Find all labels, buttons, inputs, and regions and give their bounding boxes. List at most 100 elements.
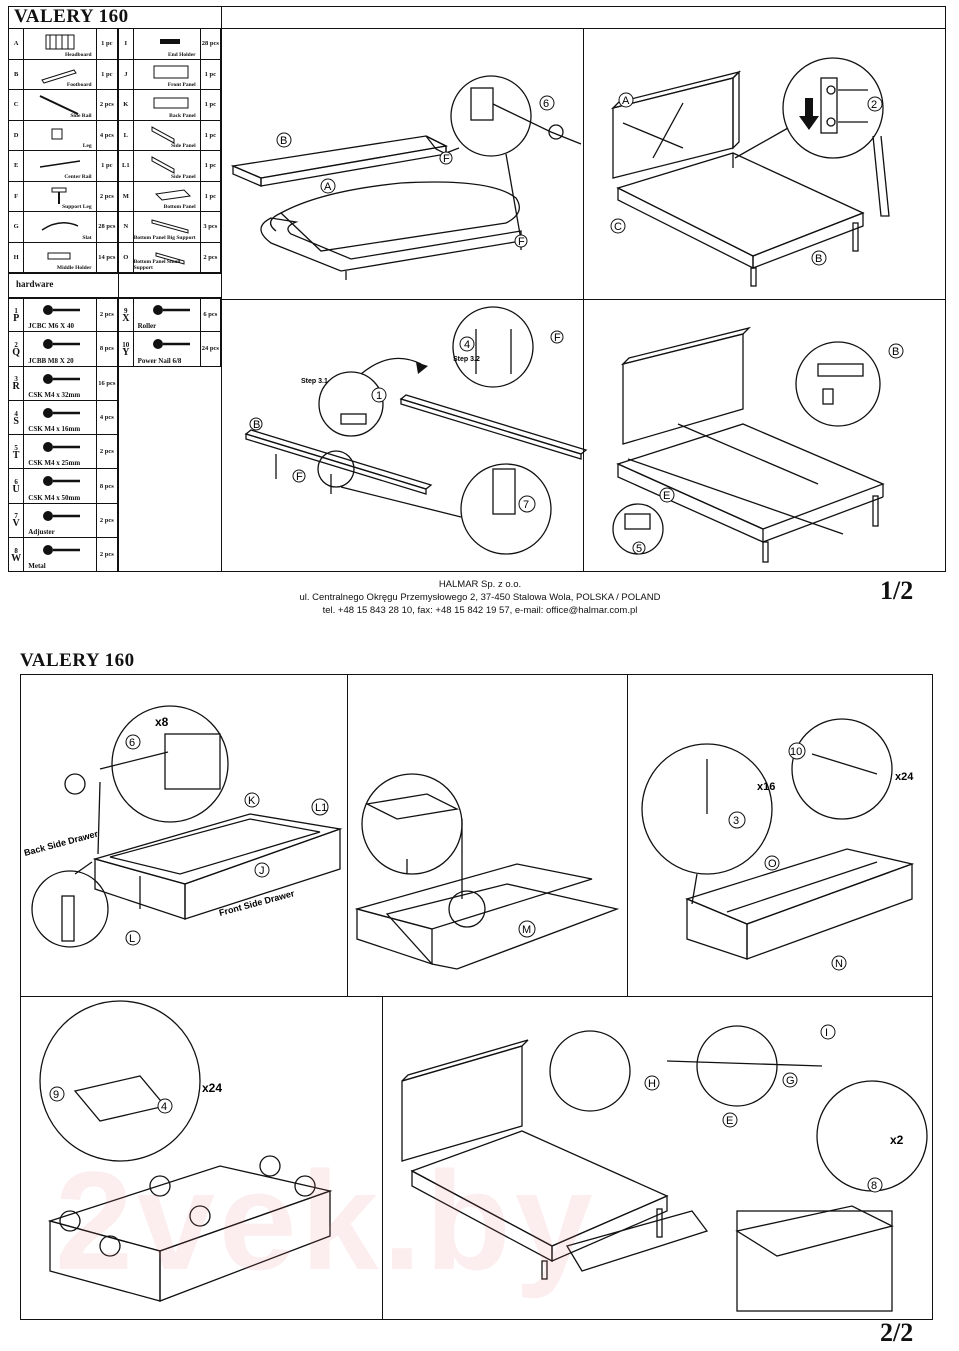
hardware-picture: CSK M4 x 50mm [23, 468, 97, 504]
leg-icon [51, 128, 63, 139]
part-picture: Bottom Panel Big Support [132, 211, 201, 243]
hardware-qty: 4 pcs [95, 399, 119, 436]
screw-icon [43, 407, 81, 418]
step2-callout-b: B [815, 253, 822, 265]
screw-icon [43, 510, 81, 521]
part-code: H [7, 241, 25, 273]
part-qty: 2 pcs [95, 89, 119, 121]
p2-step3-callout-n: N [835, 958, 843, 970]
p2-step4-mult: x24 [202, 1081, 222, 1095]
step1-callout-f2: F [518, 236, 525, 248]
part-code: J [118, 58, 134, 90]
part-picture: Middle Holder [23, 241, 97, 273]
p2-step5-callout-i: I [825, 1027, 828, 1039]
part-name: Side Panel [171, 173, 196, 180]
step1-callout-f1: F [443, 153, 450, 165]
hardware-letter: X [122, 312, 130, 324]
part-name: Side Panel [171, 143, 196, 149]
part-picture: Side Panel [132, 119, 201, 151]
part-name: Back Panel [169, 112, 196, 119]
hardware-picture: CSK M4 x 16mm [23, 399, 97, 436]
step4-callout-5: 5 [636, 543, 642, 555]
p2-step5-diagram: x2 I H G E 8 [401, 1024, 928, 1312]
part-qty: 1 pc [95, 58, 119, 90]
part-picture: Support Leg [23, 180, 97, 212]
hardware-qty: 8 pcs [95, 468, 119, 504]
screw-icon [152, 305, 190, 315]
step1-callout-b: B [280, 135, 287, 147]
p2-step1-callout-6: 6 [129, 737, 135, 749]
step2-callout-c: C [614, 221, 622, 233]
screw-icon [43, 442, 81, 453]
hardware-picture: CSK M4 x 32mm [23, 365, 97, 401]
step3-callout-b: B [253, 419, 260, 431]
step4-panel [583, 299, 946, 572]
part-qty: 1 pc [199, 58, 222, 90]
part-name: Middle Holder [56, 265, 92, 271]
step2-callout-2: 2 [871, 99, 877, 111]
small-support-icon [155, 251, 185, 265]
p2-step4-callout-4: 4 [161, 1101, 167, 1113]
part-code: I [118, 28, 134, 60]
part-name: Center Rail [64, 173, 92, 180]
support-leg-icon [51, 187, 67, 204]
part-picture: Headboard [23, 28, 97, 60]
p2-step5-panel [382, 996, 933, 1320]
part-code: D [7, 119, 25, 151]
part-picture: End Holder [132, 28, 201, 60]
hardware-number: 4 [14, 409, 18, 418]
hardware-name: CSK M4 x 16mm [28, 425, 81, 434]
hardware-qty: 8 pcs [95, 331, 119, 367]
middle-holder-icon [47, 252, 71, 259]
hardware-letter: T [12, 449, 20, 461]
hardware-picture: Roller [132, 296, 201, 333]
part-picture: Bottom Panel Small Support [132, 241, 201, 273]
p2-step1-callout-j: J [259, 865, 265, 877]
part-picture: Front Panel [132, 58, 201, 90]
watermark: 2vek.by [55, 1142, 597, 1299]
step2-callout-a: A [622, 95, 630, 107]
hardware-letter: V [12, 518, 20, 530]
side-panel-icon [151, 125, 175, 144]
part-qty: 2 pcs [199, 241, 222, 273]
part-qty: 28 pcs [95, 211, 119, 243]
hardware-qty: 2 pcs [95, 537, 119, 573]
part-code: E [7, 150, 25, 182]
part-qty: 14 pcs [95, 241, 119, 273]
part-qty: 1 pc [95, 28, 119, 60]
hardware-qty: 2 pcs [95, 434, 119, 470]
footer-address: ul. Centralnego Okręgu Przemysłowego 2, … [299, 592, 661, 603]
p2-step4-diagram: x24 9 4 [39, 1000, 333, 1302]
step-label-3-2: Step 3.2 [453, 356, 480, 363]
part-qty: 4 pcs [95, 119, 119, 151]
hardware-qty: 2 pcs [95, 502, 119, 539]
footer-company: HALMAR Sp. z o.o. [438, 579, 522, 590]
p2-step3-mult1: x16 [757, 781, 775, 793]
p2-step3-callout-o: O [768, 858, 777, 870]
screw-icon [152, 339, 190, 350]
part-picture: Slat [23, 211, 97, 243]
hardware-number: 6 [14, 478, 18, 487]
hardware-qty: 24 pcs [199, 331, 222, 367]
hardware-number: 3 [14, 375, 18, 384]
step1-callout-a: A [324, 181, 332, 193]
center-rail-icon [40, 160, 81, 168]
step3-callout-1: 1 [376, 390, 382, 402]
part-name: Headboard [64, 51, 92, 58]
company-footer: HALMAR Sp. z o.o. ul. Centralnego Okręgu… [240, 578, 720, 617]
